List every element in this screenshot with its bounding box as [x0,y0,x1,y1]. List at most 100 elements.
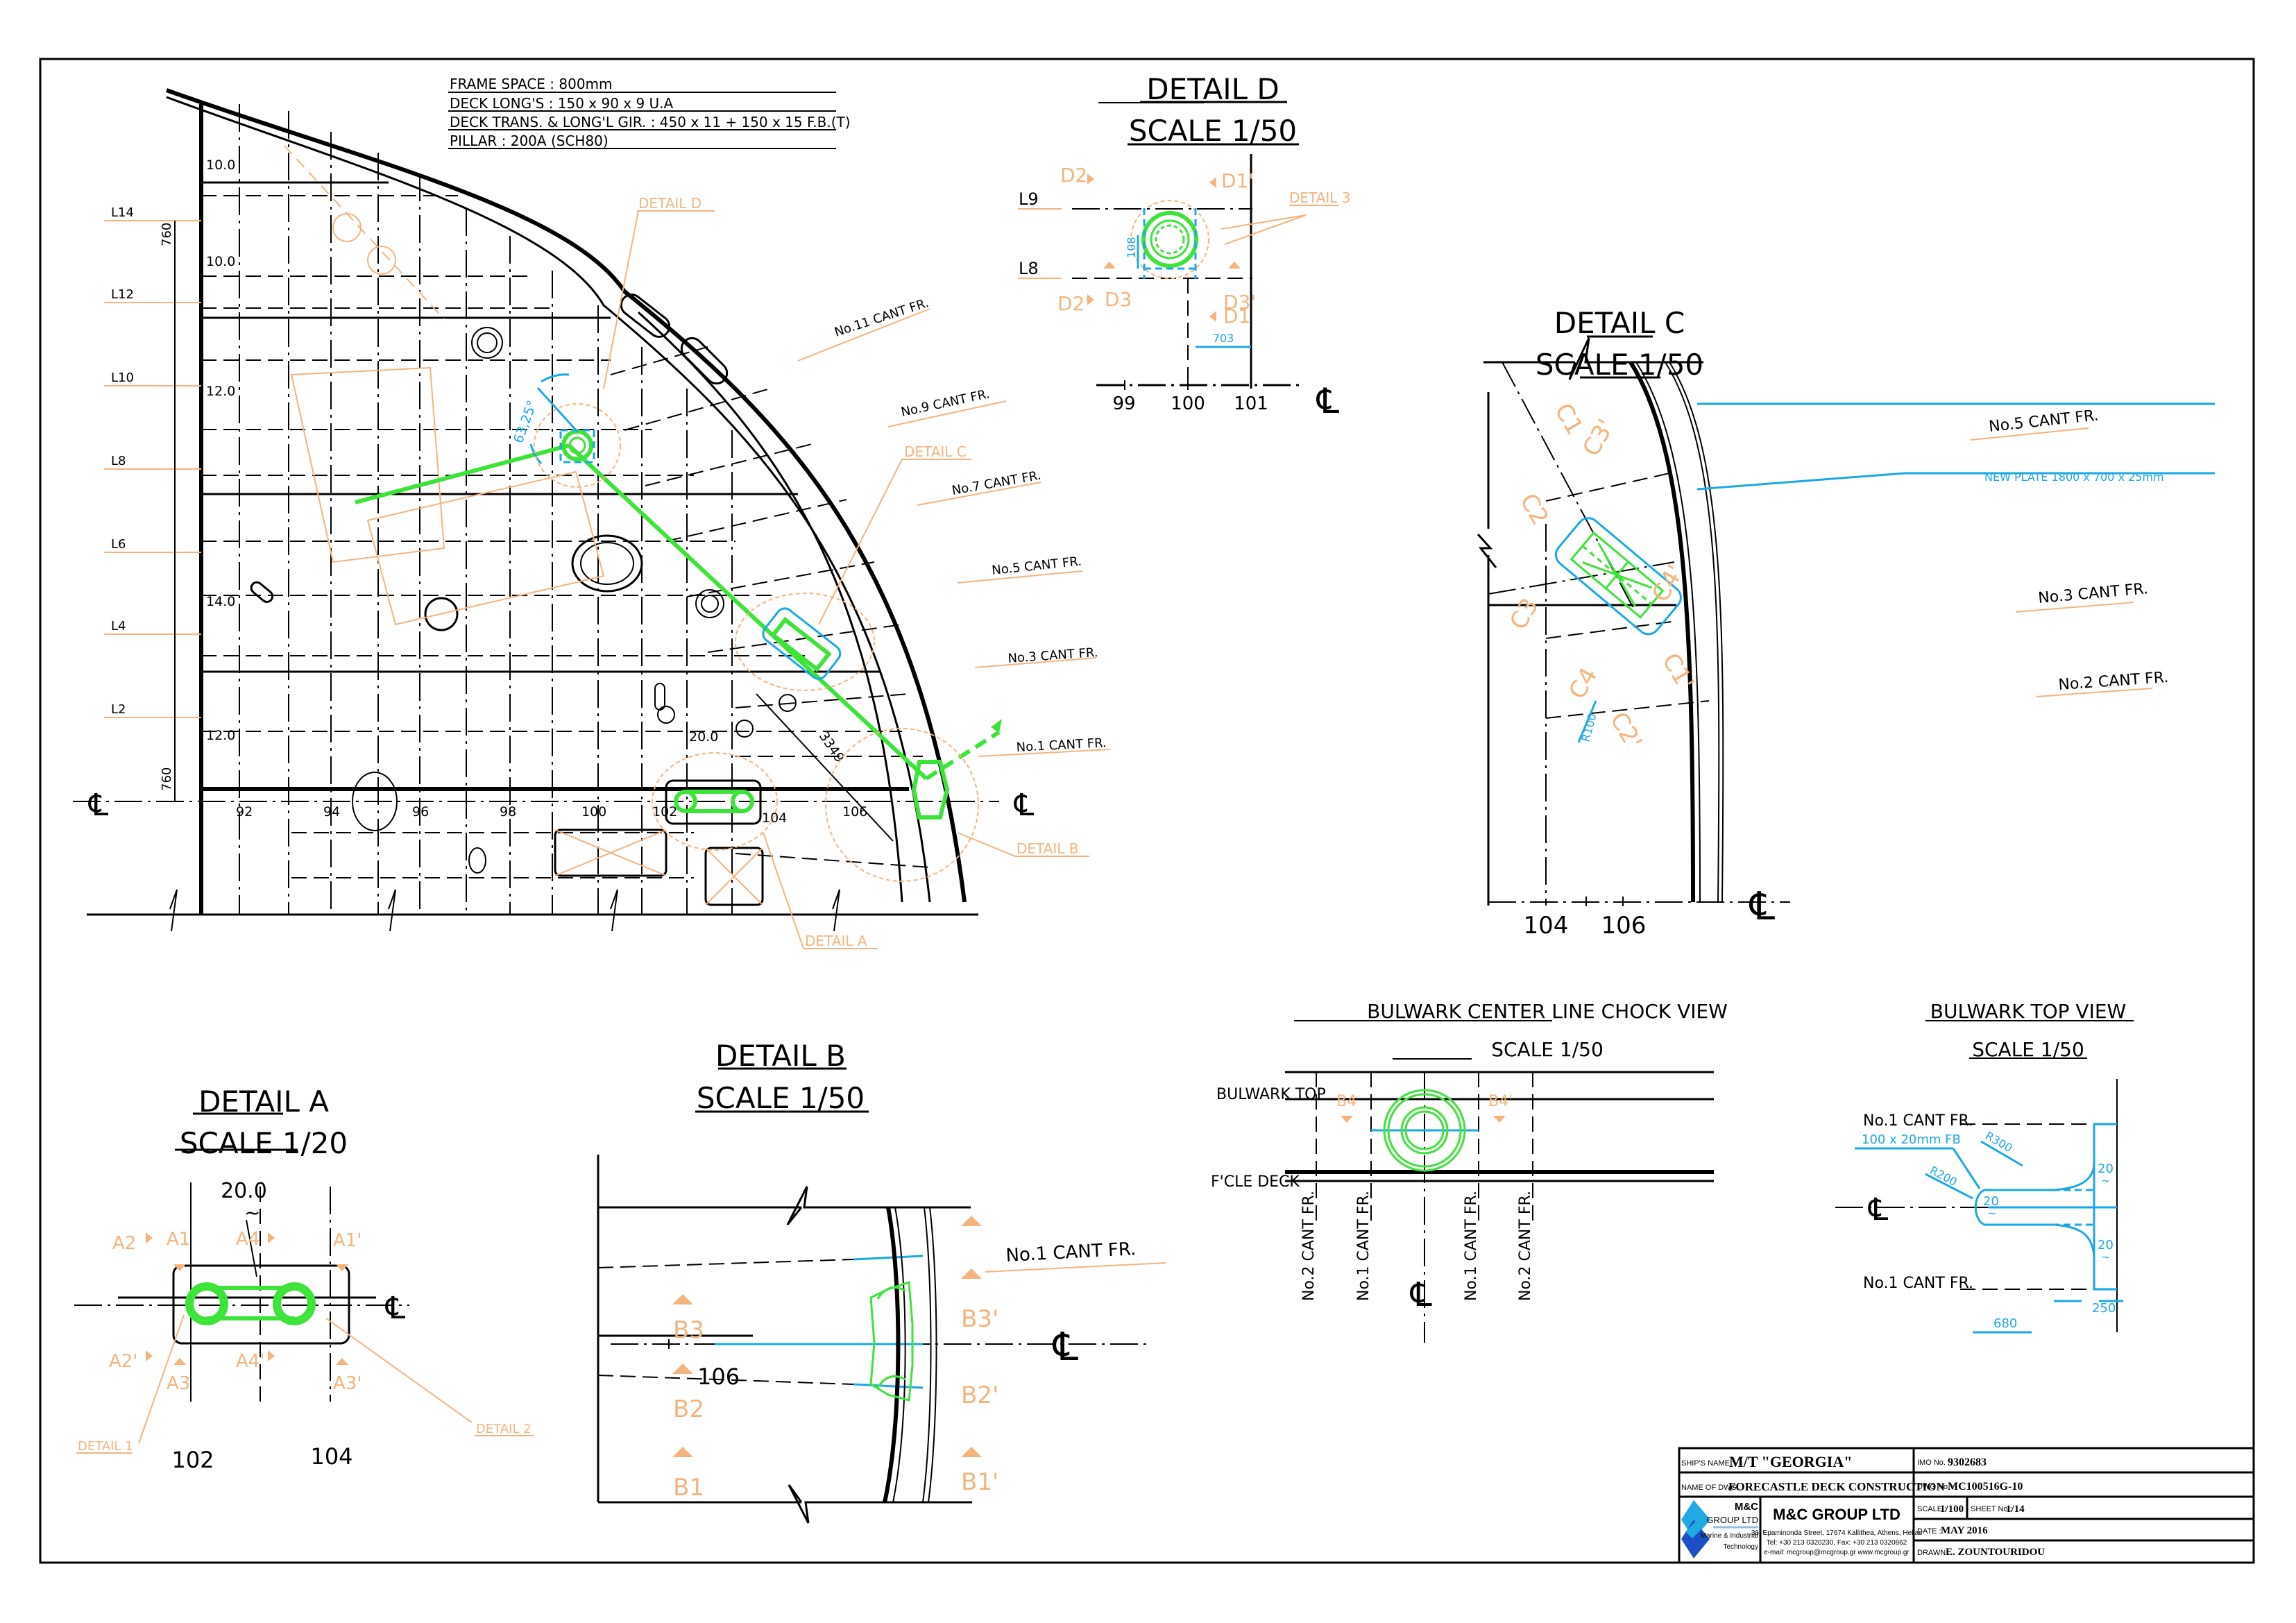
frame-no: 104 [310,1443,352,1470]
logo-text: Marine & Industrial [1701,1532,1758,1540]
chock-ring [1141,211,1198,268]
height-label: 14.0 [206,594,235,609]
frame-no: 106 [842,804,867,819]
centreline-symbol: ℄ [1868,1192,1889,1227]
long-label: L14 [111,205,134,220]
detail-b-title: DETAIL B [715,1039,846,1073]
marker-a1p: A1' [333,1230,362,1251]
frame-no: 102 [171,1447,214,1473]
centreline-symbol: ℄ [385,1291,406,1326]
marker-b4p: B4' [1488,1093,1513,1110]
tilde: ~ [244,1201,260,1224]
bulwark-chock-view: BULWARK CENTER LINE CHOCK VIEW SCALE 1/5… [1211,1000,1728,1343]
cant-frame-label: No.1 CANT FR. [1355,1191,1372,1301]
frame-no: 102 [652,804,677,819]
title-block: SHIP'S NAME : M/T "GEORGIA" IMO No. : 93… [1678,1447,2255,1564]
cant-frame-label: No.2 CANT FR. [1300,1191,1318,1301]
frame-no: 92 [236,804,253,819]
dim-680: 680 [1993,1316,2017,1331]
note-deck-trans: DECK TRANS. & LONG'L GIR. : 450 x 11 + 1… [450,114,851,130]
marker-c2: C2 [1514,489,1554,530]
marker-a4p: A4' [236,1351,264,1372]
drawn-by: E. ZOUNTOURIDOU [1946,1547,2045,1558]
top-view-scale: SCALE 1/50 [1972,1038,2084,1061]
callout-detail-2[interactable]: DETAIL 2 [476,1422,532,1436]
angle-dim: 63,25° [511,398,541,445]
dwg-name-label: NAME OF DWG : [1681,1484,1741,1492]
cant-frame-label: No.1 CANT FR. [1863,1112,1973,1130]
cant-frame-label: No.5 CANT FR. [1988,407,2100,435]
marker-d3p: D3' [1223,291,1256,314]
marker-b1p: B1' [961,1468,998,1496]
detail-a: DETAIL A SCALE 1/20 20.0 ~ 102 104 ℄ A2 … [74,1085,534,1473]
drawn-label: DRAWN : [1917,1549,1950,1557]
marker-d3: D3 [1105,288,1132,311]
tilde: ~ [2101,1250,2110,1264]
chock-frame-labels: No.2 CANT FR. No.1 CANT FR. No.1 CANT FR… [1300,1191,1534,1301]
frame-no: 99 [1112,393,1135,414]
marker-a2p: A2' [109,1351,137,1372]
detail-c-title: DETAIL C [1554,306,1685,340]
pillar [424,597,459,631]
longitudinal-labels: L14 L12 L10 L8 L6 L4 L2 760 760 [104,205,201,801]
company-phone: Tel: +30 213 0320230, Fax: +30 213 03208… [1767,1539,1907,1547]
callout-detail-b[interactable]: DETAIL B [1017,840,1079,857]
long-label: L2 [111,702,126,717]
marker-a2: A2 [112,1233,136,1254]
spacing-dim: 760 [160,223,174,246]
marker-c1: C1 [1549,399,1588,440]
callout-detail-c[interactable]: DETAIL C [904,443,967,460]
marker-d2: D2 [1060,164,1087,187]
marker-b1: B1 [673,1474,704,1502]
callout-detail-a[interactable]: DETAIL A [805,933,867,949]
centreline-symbol: ℄ [1052,1325,1078,1370]
centreline-symbol: ℄ [88,788,109,823]
cant-frame-label: No.2 CANT FR. [2058,669,2169,694]
long-label: L8 [111,454,126,468]
cant-frame-label: No.2 CANT FR. [1517,1191,1534,1301]
marker-c2p: C2' [1604,708,1647,754]
label-r200: R200 [1928,1164,1959,1189]
diag-dim-line [756,693,894,842]
frame-no: 94 [323,804,340,819]
frame-no: 96 [412,804,429,819]
marker-a4: A4 [236,1229,260,1250]
sheet-value: 1/14 [2006,1504,2025,1515]
company-logo [1681,1500,1710,1558]
dwg-no-label: DWG No. : [1917,1483,1954,1491]
height-label: 12.0 [206,384,235,399]
cant-frame-label: No.3 CANT FR. [1007,645,1098,666]
date-value: MAY 2016 [1941,1525,1988,1536]
marker-b4: B4 [1336,1093,1357,1110]
width-label: 20 [1983,1194,1999,1209]
callout-detail-d[interactable]: DETAIL D [638,195,701,212]
company-address: 36, Epaminonda Street, 17674 Kallithea, … [1751,1529,1922,1537]
marker-d1: D1 [1223,305,1250,328]
frame-no: 106 [697,1363,740,1390]
frame-no: 104 [1524,912,1569,940]
manhole [571,534,643,593]
scale-label: SCALE : [1917,1505,1946,1513]
frame-no: 100 [581,804,606,819]
logo-text: Technology [1723,1543,1758,1551]
marker-b2: B2 [673,1395,704,1423]
marker-d1p: D1' [1221,169,1254,192]
detail-c: DETAIL C SCALE 1/50 104 106 ℄ [1477,306,2215,940]
chock-lead-line [355,443,570,504]
company-email[interactable]: e-mail: mcgroup@mcgroup.gr www.mcgroup.g… [1764,1549,1910,1556]
cant-frame-label: No.11 CANT FR. [833,296,930,340]
centreline-symbol: ℄ [1316,381,1339,421]
dwg-name: FORECASTLE DECK CONSTRUCTION [1728,1480,1945,1493]
marker-a3p: A3' [333,1373,362,1394]
height-label: 20.0 [221,1179,267,1203]
height-label-a: 20.0 [689,729,718,745]
callout-detail-1[interactable]: DETAIL 1 [78,1439,133,1454]
marker-c1p: C1' [1656,649,1699,695]
height-label: 10.0 [206,254,235,269]
marker-a1: A1 [167,1229,190,1250]
detail-b: DETAIL B SCALE 1/50 106 ℄ No.1 CANT FR. … [597,1039,1166,1524]
callout-detail-3[interactable]: DETAIL 3 [1289,189,1351,206]
detail-a-scale: SCALE 1/20 [180,1126,348,1160]
chock-view-scale: SCALE 1/50 [1491,1038,1604,1061]
date-label: DATE : [1917,1527,1941,1536]
